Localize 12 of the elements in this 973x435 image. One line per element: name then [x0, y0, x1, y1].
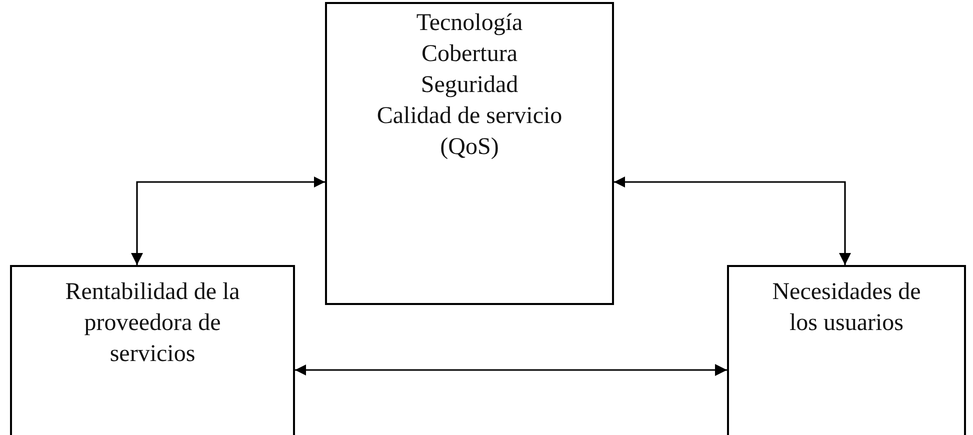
text-box [325, 2, 614, 305]
box-text: Cobertura [422, 40, 518, 69]
box-text: Tecnología [416, 9, 523, 38]
text-box [727, 265, 966, 435]
box-text: Necesidades de los usuarios [771, 278, 922, 338]
double-arrow [614, 176, 851, 265]
box-text: Calidad de servicio (QoS) [376, 102, 564, 162]
box-text: Rentabilidad de la proveedora de servicios [64, 278, 241, 369]
double-arrow [131, 176, 325, 265]
box-text: Seguridad [420, 71, 518, 100]
text-box [10, 265, 295, 435]
double-arrow [295, 364, 727, 376]
